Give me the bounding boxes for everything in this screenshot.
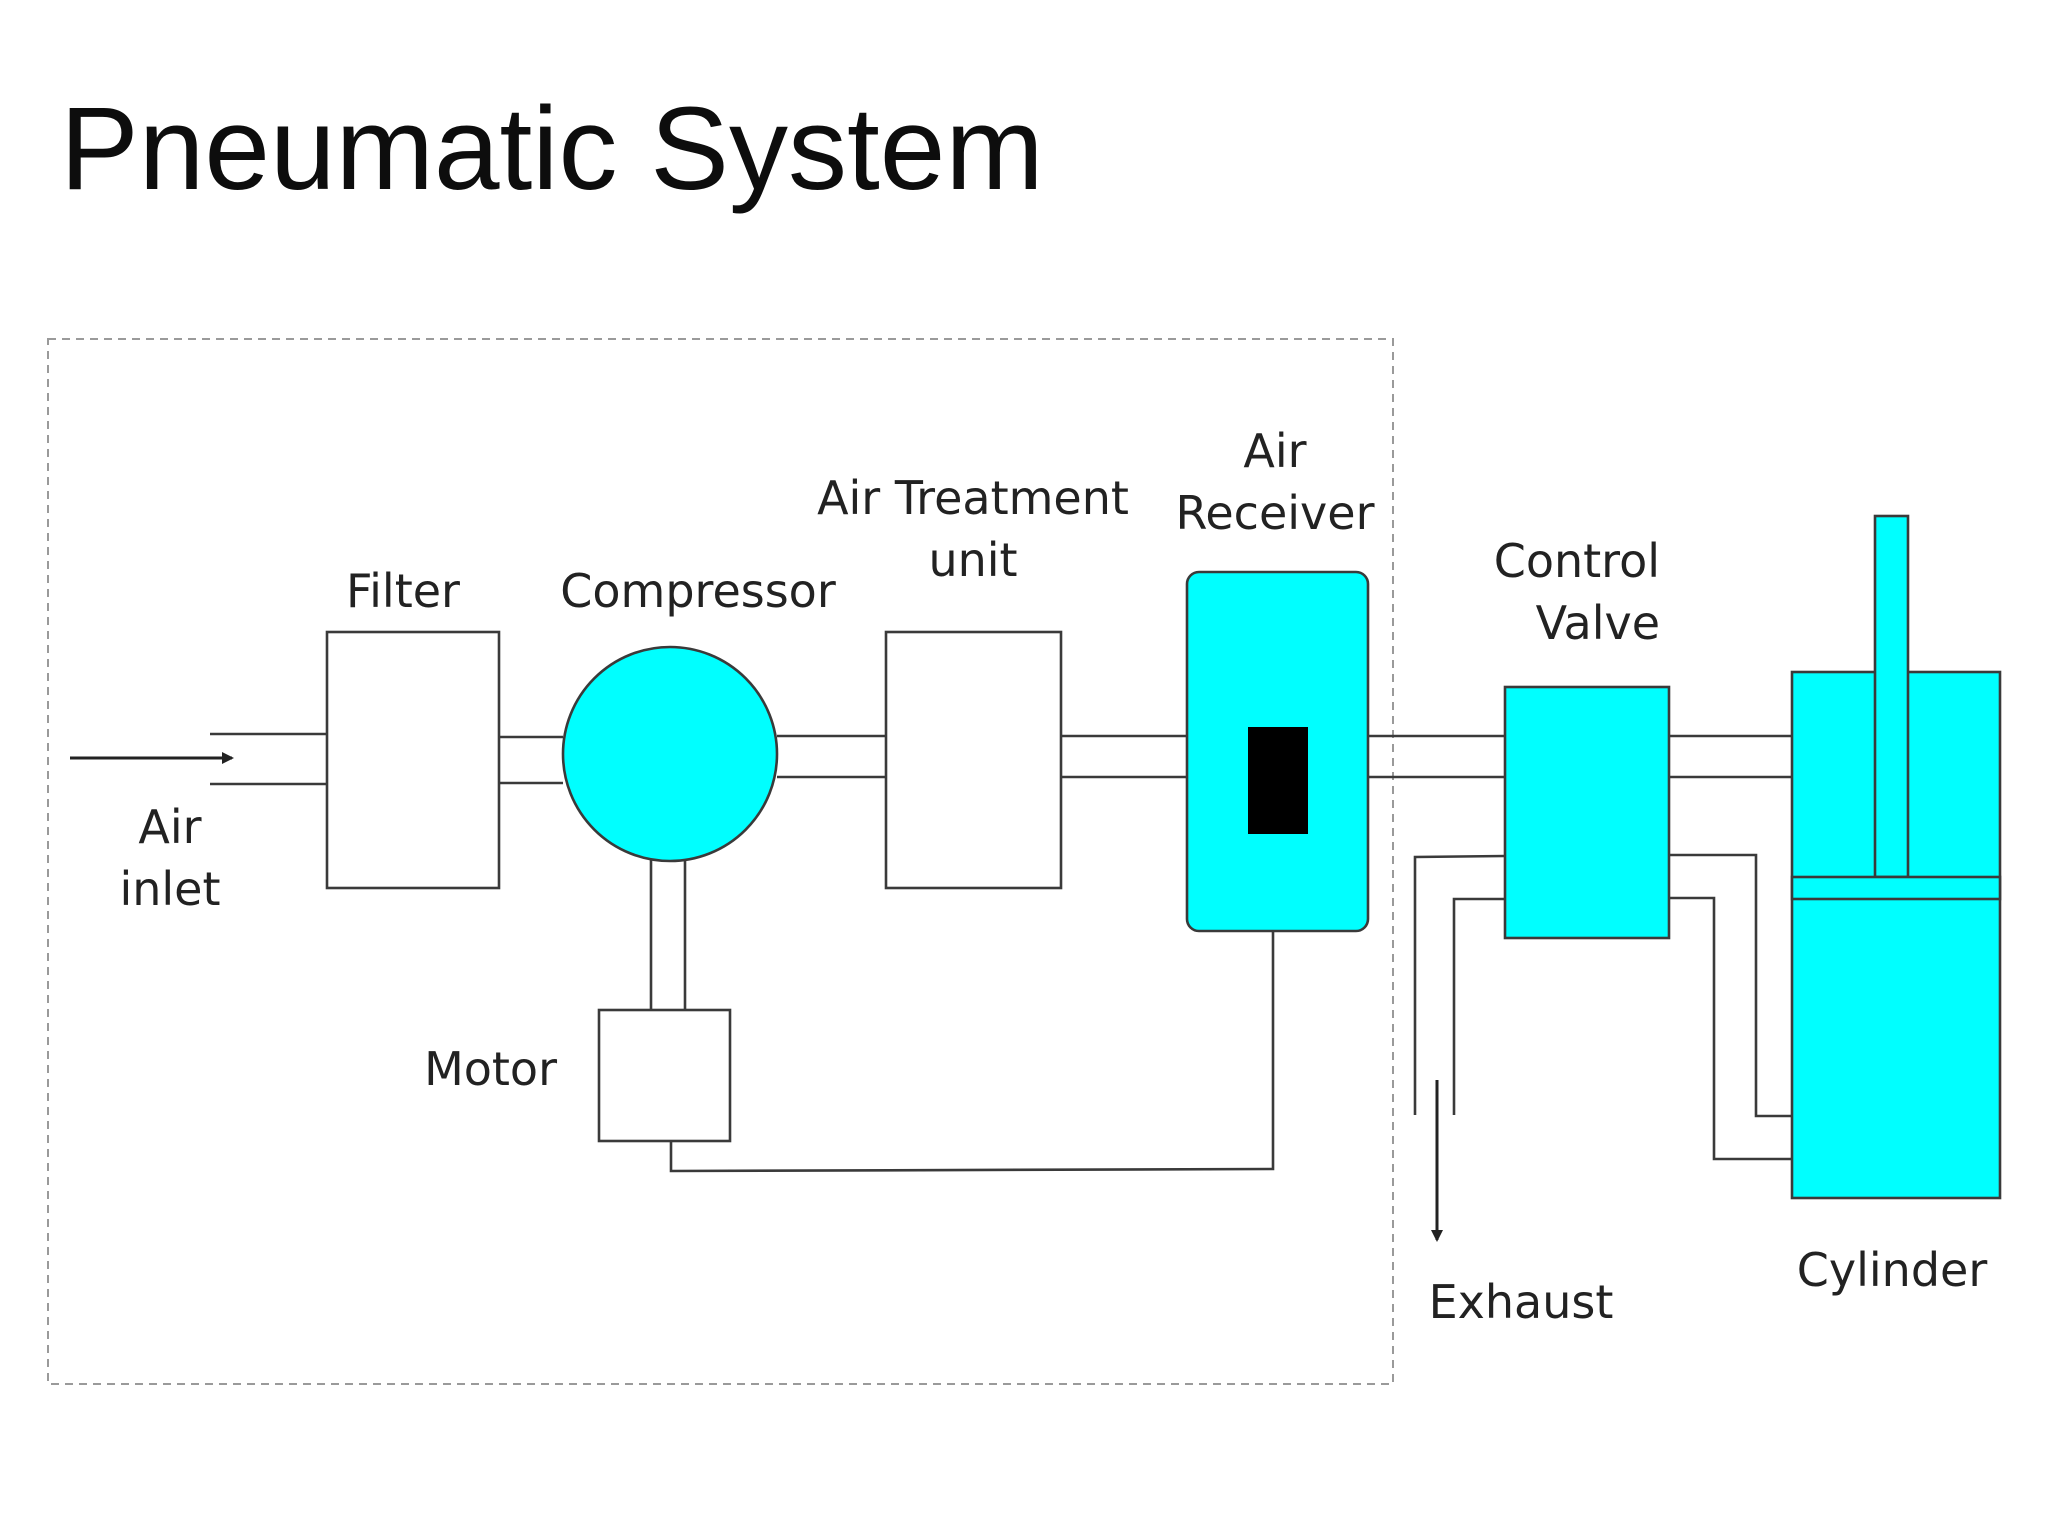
air-treatment-label-line1: Air Treatment [817,471,1129,525]
system-boundary [47,338,1394,1385]
compressor-label: Compressor [560,564,836,618]
air-treatment-label-line2: unit [928,533,1017,587]
filter-compressor-pipe [499,735,563,785]
compressor-treatment-pipe [777,734,886,779]
valve-cylinder-pipe [1669,734,1792,779]
inlet-pipe [210,732,327,786]
motor-shaft [649,858,687,1010]
exhaust-label: Exhaust [1429,1275,1614,1329]
motor-label: Motor [424,1042,557,1096]
cylinder-label: Cylinder [1797,1243,1988,1297]
filter-label: Filter [346,564,460,618]
compressor [561,645,779,863]
air-treatment-unit-box [884,630,1063,890]
pressure-signal-line [669,835,1275,1173]
receiver-valve-pipe [1368,734,1505,779]
cylinder-work-lines [1669,853,1792,1161]
air-receiver-label-line2: Receiver [1175,486,1374,540]
control-valve-body [1503,685,1671,940]
control-valve-label-line1: Control [1494,534,1660,588]
air-inlet-label-line1: Air [138,800,201,854]
control-valve-label-line2: Valve [1536,596,1660,650]
pressure-switch [1248,727,1308,834]
treatment-receiver-pipe [1061,734,1187,779]
page-title: Pneumatic System [60,83,1044,215]
exhaust-lines [1413,854,1506,1115]
filter-box [325,630,501,890]
piston-rod [1873,514,1910,879]
motor-box [597,1008,732,1143]
piston [1790,875,2002,901]
air-receiver-label-line1: Air [1243,424,1306,478]
air-inlet-label-line2: inlet [119,862,220,916]
